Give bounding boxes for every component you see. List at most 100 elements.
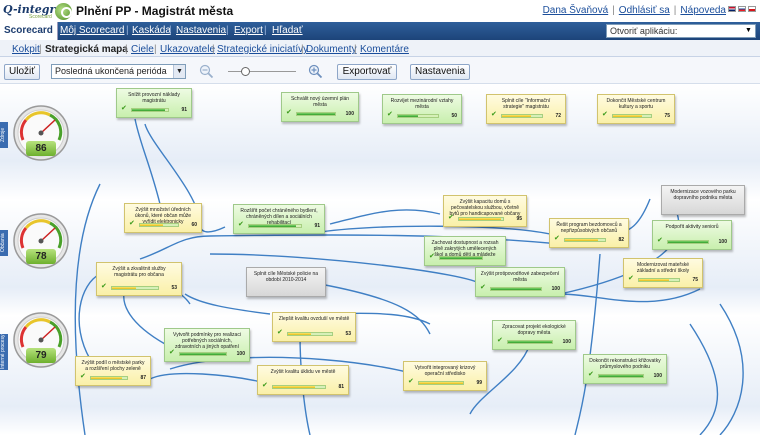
zoom-in-icon[interactable]: [308, 64, 323, 79]
band-label-resources: Zdroje: [0, 122, 8, 148]
objective-card[interactable]: Podpořit aktivity seniorů✔100: [652, 220, 732, 250]
objective-card[interactable]: Dokončit rekonstrukci křižovatky průmysl…: [583, 354, 667, 384]
tab-indicators[interactable]: Ukazovatele: [160, 44, 216, 55]
objective-progress-bar: [418, 381, 464, 385]
objective-card[interactable]: Zachovat dostupnost a rozsah plně zakryt…: [424, 236, 506, 266]
kpi-gauge[interactable]: 78: [12, 212, 70, 270]
chevron-down-icon: ▼: [173, 65, 185, 78]
objective-value: 100: [562, 339, 571, 345]
tab-strategy-map[interactable]: Strategická mapa: [45, 44, 128, 55]
tab-cockpit[interactable]: Kokpit: [12, 44, 40, 55]
objective-progress-fill: [419, 382, 463, 384]
objective-progress-bar: [90, 376, 128, 380]
kpi-gauge[interactable]: 79: [12, 311, 70, 369]
nav-my-scorecard[interactable]: Môj Scorecard: [60, 25, 125, 36]
objective-card[interactable]: Zpracovat projekt ekologické dopravy měs…: [492, 320, 576, 350]
save-button[interactable]: Uložiť: [4, 64, 40, 80]
objective-title: Zvýšit kapacitu domů s pečovatelskou slu…: [449, 199, 521, 217]
objective-value: 100: [718, 239, 727, 245]
objective-title: Podpořit aktivity seniorů: [665, 224, 719, 230]
objective-progress-bar: [179, 352, 227, 356]
nav-settings[interactable]: Nastavenia: [176, 25, 227, 36]
app-logo[interactable]: Q-integra Scorecard: [3, 2, 72, 20]
objective-title: Zvýšit podíl o městské parky a rozšíření…: [81, 360, 145, 372]
objective-card[interactable]: Snížit provozní náklady magistrátu✔91: [116, 88, 192, 118]
kpi-gauge[interactable]: 86: [12, 104, 70, 162]
objective-card[interactable]: Splnit cíle "Informační strategie" magis…: [486, 94, 566, 124]
objective-progress-bar: [111, 286, 159, 290]
objective-card[interactable]: Zvýšit kapacitu domů s pečovatelskou slu…: [443, 195, 527, 227]
objective-progress-fill: [112, 287, 137, 289]
objective-status: ✔75: [628, 275, 698, 284]
objective-card[interactable]: Zlepšit kvalitu ovzduší ve městě✔53: [272, 312, 356, 342]
objective-value: 75: [664, 113, 670, 119]
objective-progress-fill: [440, 257, 482, 259]
logout-link[interactable]: Odhlásiť sa: [618, 5, 670, 16]
objective-progress-bar: [598, 374, 644, 378]
objective-card[interactable]: Zvýšit kvalitu úklidu ve městě✔81: [257, 365, 349, 395]
check-icon: ✔: [554, 235, 560, 242]
sub-nav: Kokpit | Strategická mapa | Ciele | Ukaz…: [0, 40, 760, 57]
main-nav: Scorecard Môj Scorecard | Kaskáda | Nast…: [0, 22, 760, 40]
objective-title: Dokončit Městské centrum kultury a sport…: [606, 98, 666, 110]
objective-progress-bar: [458, 217, 504, 221]
period-select[interactable]: Posledná ukončená perióda ▼: [51, 64, 186, 79]
page-title: Plnění PP - Magistrát města: [76, 4, 234, 18]
objective-title: Vytvořit integrovaný krizový operační st…: [414, 365, 476, 377]
sk-flag-icon[interactable]: [738, 6, 746, 12]
check-icon: ✔: [588, 371, 594, 378]
help-link[interactable]: Nápoveda: [680, 5, 726, 16]
check-icon: ✔: [480, 284, 486, 291]
objective-title: Zvýšit množství úředních úkonů, které ob…: [134, 207, 192, 225]
nav-search[interactable]: Hľadať: [272, 25, 303, 36]
objective-card[interactable]: Rozšířit počet chráněného bydlení, chrán…: [233, 204, 325, 234]
objective-progress-bar: [287, 332, 333, 336]
open-application-select[interactable]: Otvoriť aplikáciu: ▼: [606, 24, 756, 38]
objective-status: ✔53: [277, 329, 351, 338]
settings-button[interactable]: Nastavenia: [410, 64, 470, 80]
objective-title: Zpracovat projekt ekologické dopravy měs…: [502, 324, 566, 336]
objective-card[interactable]: Rozvíjet mezinárodní vztahy města✔50: [382, 94, 462, 124]
objective-title: Modernizovat mateřské základní a střední…: [636, 262, 690, 274]
export-button[interactable]: Exportovať: [337, 64, 397, 80]
objective-progress-bar: [667, 240, 709, 244]
objective-value: 53: [171, 285, 177, 291]
objective-card[interactable]: Vytvořit integrovaný krizový operační st…: [403, 361, 487, 391]
objective-progress-fill: [180, 353, 226, 355]
objective-card[interactable]: Modernizovat mateřské základní a střední…: [623, 258, 703, 288]
cz-flag-icon[interactable]: [748, 6, 756, 12]
objective-card[interactable]: Modernizace vozového parku dopravního po…: [661, 185, 745, 215]
check-icon: ✔: [602, 111, 608, 118]
zoom-slider-thumb[interactable]: [241, 67, 250, 76]
tab-goals[interactable]: Ciele: [131, 44, 154, 55]
objective-status: ✔81: [262, 382, 344, 391]
objective-card[interactable]: Splnit cíle Městské policie na období 20…: [246, 267, 326, 297]
objective-value: 100: [653, 373, 662, 379]
objective-progress-bar: [248, 224, 302, 228]
objective-value: 100: [551, 286, 560, 292]
objective-progress-fill: [668, 241, 708, 243]
objective-card[interactable]: Zvýšit protipovodňové zabezpečení města✔…: [475, 267, 565, 297]
objective-card[interactable]: Vytvořit podmínky pro realizaci potřebný…: [164, 328, 250, 362]
objective-card[interactable]: Řešit program bezdomovců a nepřizpůsobiv…: [549, 218, 629, 248]
uk-flag-icon[interactable]: [728, 6, 736, 12]
objective-card[interactable]: Dokončit Městské centrum kultury a sport…: [597, 94, 675, 124]
objective-card[interactable]: Zvýšit množství úředních úkonů, které ob…: [124, 203, 202, 233]
zoom-slider-track[interactable]: [228, 71, 296, 72]
tab-documents[interactable]: Dokumenty: [306, 44, 357, 55]
objective-value: 50: [451, 113, 457, 119]
nav-cascade[interactable]: Kaskáda: [132, 25, 171, 36]
zoom-out-icon[interactable]: [199, 64, 214, 79]
objective-card[interactable]: Zvýšit a zkvalitnit služby magistrátu pr…: [96, 262, 182, 296]
objective-progress-fill: [273, 386, 316, 388]
nav-scorecard[interactable]: Scorecard: [0, 22, 58, 40]
objective-card[interactable]: Zvýšit podíl o městské parky a rozšíření…: [75, 356, 151, 386]
nav-export[interactable]: Export: [234, 25, 263, 36]
user-name-link[interactable]: Dana Švaňová: [542, 5, 609, 16]
tab-initiatives[interactable]: Strategické iniciatívy: [217, 44, 309, 55]
objective-progress-fill: [249, 225, 297, 227]
tab-comments[interactable]: Komentáre: [360, 44, 409, 55]
objective-title: Zvýšit a zkvalitnit služby magistrátu pr…: [112, 266, 166, 278]
band-label-internal-processes: Interné procesy: [0, 334, 8, 370]
objective-card[interactable]: Schválit nový územní plán města✔100: [281, 92, 359, 122]
